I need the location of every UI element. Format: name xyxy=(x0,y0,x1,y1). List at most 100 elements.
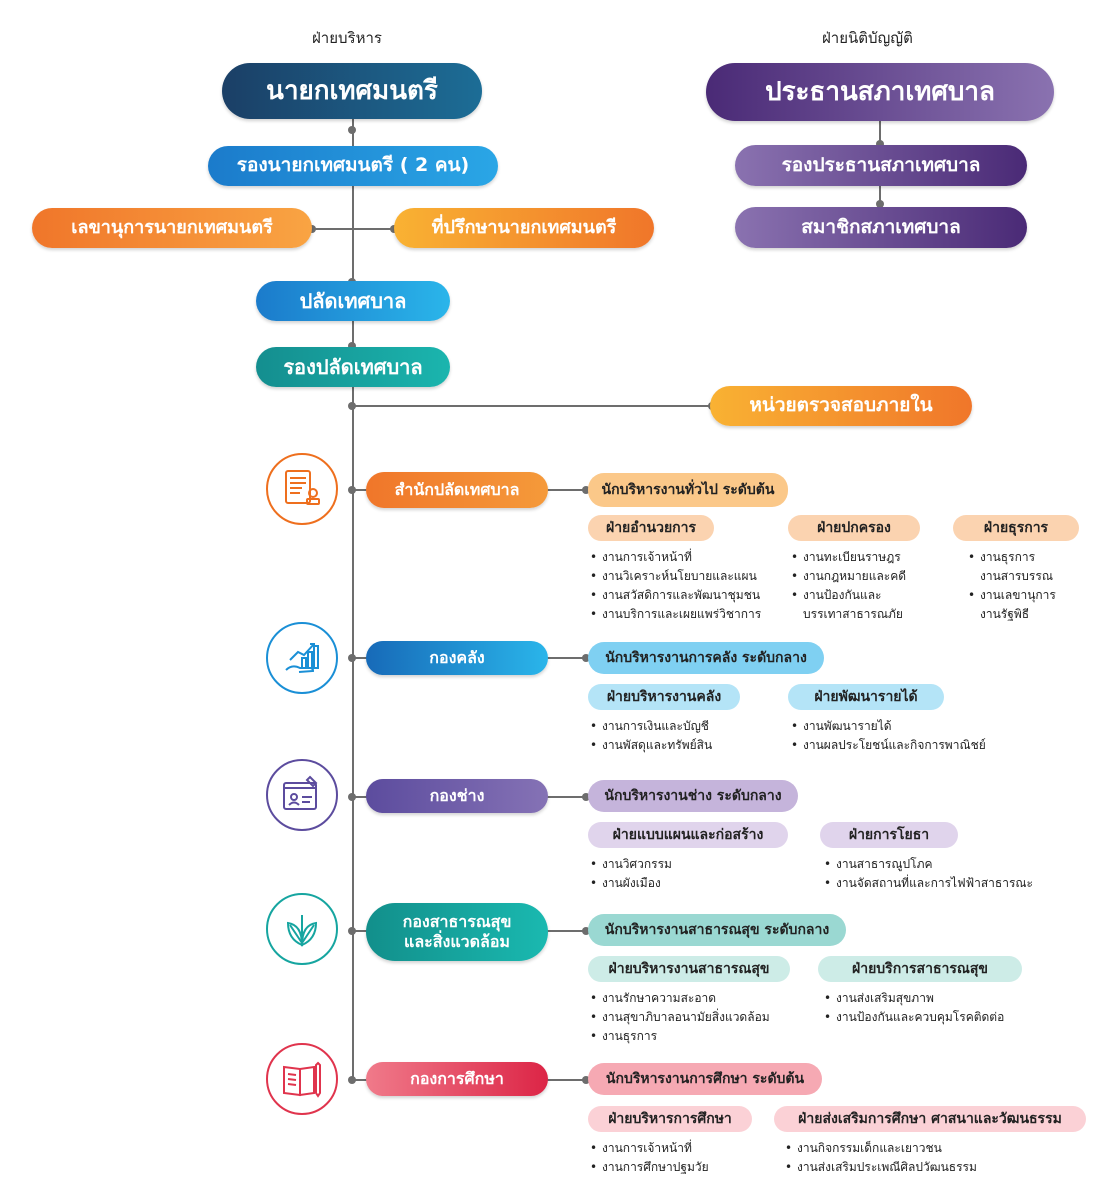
audit-unit-box: หน่วยตรวจสอบภายใน xyxy=(710,386,972,426)
list-item: งานผลประโยชน์และกิจการพาณิชย์ xyxy=(791,736,986,755)
task-list: งานวิศวกรรม งานผังเมือง xyxy=(590,855,672,893)
deputy-clerk-box: รองปลัดเทศบาล xyxy=(256,347,450,387)
list-item-continuation: บรรเทาสาธารณภัย xyxy=(803,607,903,621)
division-box: ฝ่ายปกครอง xyxy=(788,515,920,541)
task-list: งานพัฒนารายได้ งานผลประโยชน์และกิจการพาณ… xyxy=(791,717,986,755)
division-box: ฝ่ายธุรการ xyxy=(953,515,1079,541)
division-box: ฝ่ายการโยธา xyxy=(820,822,958,848)
task-list: งานส่งเสริมสุขภาพ งานป้องกันและควบคุมโรค… xyxy=(824,989,1004,1027)
task-list: งานธุรการ xyxy=(968,548,1035,567)
dept-education-box: กองการศึกษา xyxy=(366,1062,548,1096)
list-item: งานผังเมือง xyxy=(590,874,672,893)
connector-dot xyxy=(582,486,590,494)
dept-finance-box: กองคลัง xyxy=(366,641,548,675)
connector-dot xyxy=(348,126,356,134)
list-item: งานการเงินและบัญชี xyxy=(590,717,712,736)
advisor-connector-line xyxy=(312,228,394,230)
connector-dot xyxy=(348,654,356,662)
mayor-box: นายกเทศมนตรี xyxy=(222,63,482,119)
list-item: งานพัสดุและทรัพย์สิน xyxy=(590,736,712,755)
list-item: งานการศึกษาปฐมวัย xyxy=(590,1158,709,1177)
task-list: งานการเจ้าหน้าที่ งานวิเคราะห์นโยบายและแ… xyxy=(590,548,761,624)
advisor-box: ที่ปรึกษานายกเทศมนตรี xyxy=(394,208,654,248)
list-item: งานการเจ้าหน้าที่ xyxy=(590,548,761,567)
list-item: งานการเจ้าหน้าที่ xyxy=(590,1139,709,1158)
leaves-icon xyxy=(266,893,338,965)
task-list: งานการเจ้าหน้าที่ งานการศึกษาปฐมวัย xyxy=(590,1139,709,1177)
legislative-header: ฝ่ายนิติบัญญัติ xyxy=(822,29,913,47)
list-item: งานป้องกันและควบคุมโรคติดต่อ xyxy=(824,1008,1004,1027)
dept-health-env-box: กองสาธารณสุข และสิ่งแวดล้อม xyxy=(366,903,548,961)
list-item: งานวิเคราะห์นโยบายและแผน xyxy=(590,567,761,586)
council-members-box: สมาชิกสภาเทศบาล xyxy=(735,207,1027,248)
dept-engineering-box: กองช่าง xyxy=(366,779,548,813)
list-item: งานกฎหมายและคดี xyxy=(791,567,906,586)
task-list: งานทะเบียนราษฎร งานกฎหมายและคดี งานป้องก… xyxy=(791,548,906,605)
list-item: งานกิจกรรมเด็กและเยาวชน xyxy=(785,1139,977,1158)
task-list: งานรักษาความสะอาด งานสุขาภิบาลอนามัยสิ่ง… xyxy=(590,989,770,1046)
connector-dot xyxy=(876,200,884,208)
book-pencil-icon xyxy=(266,1043,338,1115)
list-item-continuation: งานสารบรรณ xyxy=(980,569,1053,583)
list-item: งานวิศวกรรม xyxy=(590,855,672,874)
connector-dot xyxy=(582,1076,590,1084)
division-box: ฝ่ายบริหารงานสาธารณสุข xyxy=(588,956,790,982)
dept-clerk-office-box: สำนักปลัดเทศบาล xyxy=(366,472,548,508)
connector-dot xyxy=(348,927,356,935)
list-item: งานรักษาความสะอาด xyxy=(590,989,770,1008)
connector-dot xyxy=(582,927,590,935)
list-item: งานธุรการ xyxy=(590,1027,770,1046)
task-list: งานเลขานุการ xyxy=(968,586,1056,605)
council-president-box: ประธานสภาเทศบาล xyxy=(706,63,1054,121)
deputy-mayor-box: รองนายกเทศมนตรี ( 2 คน) xyxy=(208,146,498,186)
connector-dot xyxy=(348,1076,356,1084)
connector-dot xyxy=(348,402,356,410)
list-item: งานป้องกันและ xyxy=(791,586,906,605)
municipal-clerk-box: ปลัดเทศบาล xyxy=(256,281,450,321)
list-item: งานจัดสถานที่และการไฟฟ้าสาธารณะ xyxy=(824,874,1033,893)
task-list: งานการเงินและบัญชี งานพัสดุและทรัพย์สิน xyxy=(590,717,712,755)
dept-head-box: นักบริหารงานสาธารณสุข ระดับกลาง xyxy=(588,914,846,946)
connector-dot xyxy=(308,225,316,233)
dept-head-box: นักบริหารงานการศึกษา ระดับต้น xyxy=(588,1063,822,1095)
division-box: ฝ่ายแบบแผนและก่อสร้าง xyxy=(588,822,788,848)
finance-growth-icon xyxy=(266,622,338,694)
connector-dot xyxy=(582,654,590,662)
connector-dot xyxy=(348,342,356,350)
connector-dot xyxy=(582,793,590,801)
dept-head-box: นักบริหารงานทั่วไป ระดับต้น xyxy=(588,473,788,507)
list-item: งานส่งเสริมสุขภาพ xyxy=(824,989,1004,1008)
division-box: ฝ่ายส่งเสริมการศึกษา ศาสนาและวัฒนธรรม xyxy=(774,1106,1086,1132)
executive-trunk-line xyxy=(352,110,354,1080)
dept-head-box: นักบริหารงานการคลัง ระดับกลาง xyxy=(588,642,824,674)
engineer-wrench-icon xyxy=(266,759,338,831)
division-box: ฝ่ายบริการสาธารณสุข xyxy=(818,956,1022,982)
division-box: ฝ่ายพัฒนารายได้ xyxy=(788,684,944,710)
list-item: งานทะเบียนราษฎร xyxy=(791,548,906,567)
list-item: งานบริการและเผยแพร่วิชาการ xyxy=(590,605,761,624)
division-box: ฝ่ายบริหารการศึกษา xyxy=(588,1106,752,1132)
list-item-continuation: งานรัฐพิธี xyxy=(980,607,1030,621)
division-box: ฝ่ายอำนวยการ xyxy=(588,515,714,541)
dept-name-line2: และสิ่งแวดล้อม xyxy=(404,932,510,951)
executive-header: ฝ่ายบริหาร xyxy=(312,29,382,47)
list-item: งานธุรการ xyxy=(968,548,1035,567)
secretary-box: เลขานุการนายกเทศมนตรี xyxy=(32,208,312,248)
division-box: ฝ่ายบริหารงานคลัง xyxy=(588,684,740,710)
connector-dot xyxy=(876,140,884,148)
task-list: งานกิจกรรมเด็กและเยาวชน งานส่งเสริมประเพ… xyxy=(785,1139,977,1177)
audit-connector-line xyxy=(352,405,714,407)
list-item: งานสาธารณูปโภค xyxy=(824,855,1033,874)
council-vice-president-box: รองประธานสภาเทศบาล xyxy=(735,145,1027,186)
connector-dot xyxy=(348,793,356,801)
document-stamp-icon xyxy=(266,453,338,525)
list-item: งานส่งเสริมประเพณีศิลปวัฒนธรรม xyxy=(785,1158,977,1177)
dept-head-box: นักบริหารงานช่าง ระดับกลาง xyxy=(588,780,798,812)
task-list: งานสาธารณูปโภค งานจัดสถานที่และการไฟฟ้าส… xyxy=(824,855,1033,893)
list-item: งานเลขานุการ xyxy=(968,586,1056,605)
dept-name-line1: กองสาธารณสุข xyxy=(402,912,512,931)
connector-dot xyxy=(348,486,356,494)
list-item: งานพัฒนารายได้ xyxy=(791,717,986,736)
list-item: งานสวัสดิการและพัฒนาชุมชน xyxy=(590,586,761,605)
list-item: งานสุขาภิบาลอนามัยสิ่งแวดล้อม xyxy=(590,1008,770,1027)
